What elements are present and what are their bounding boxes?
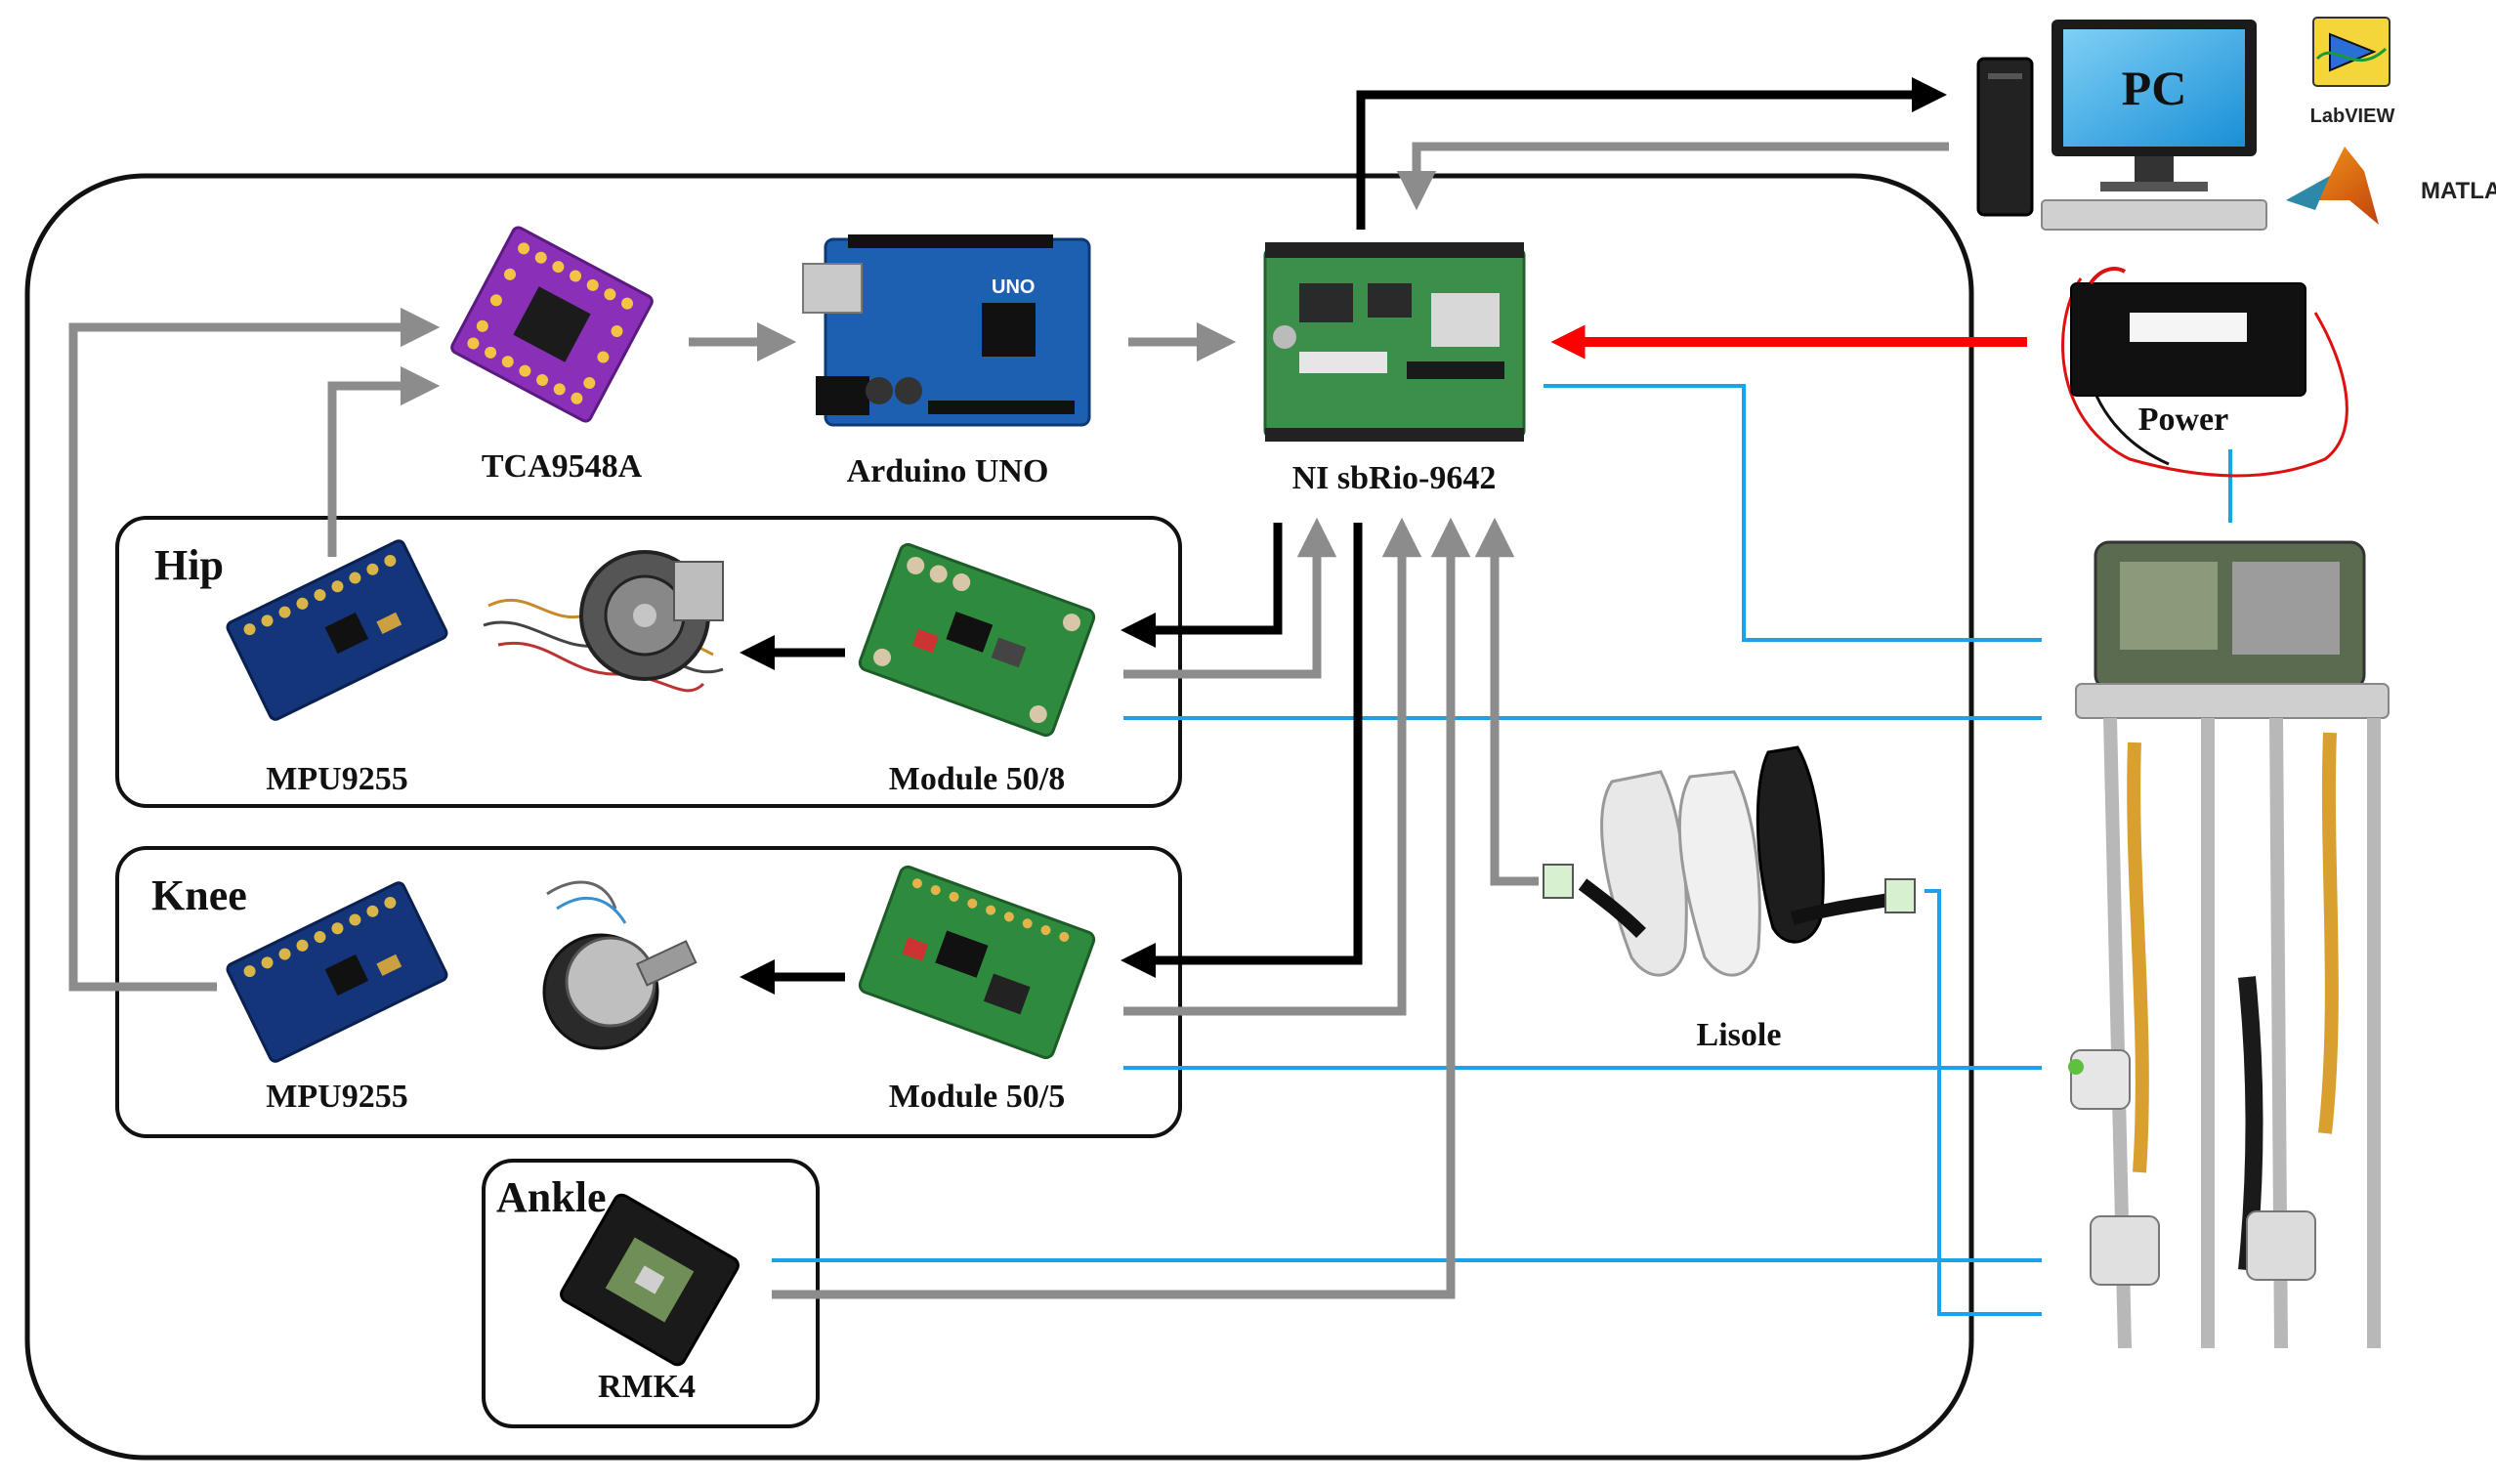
ankle-rmk4-label: RMK4 xyxy=(598,1369,696,1405)
wire-ni-to-exo xyxy=(1544,384,2042,642)
wiring-lines xyxy=(772,384,2232,1316)
ni-sbrio-label: NI sbRio-9642 xyxy=(1292,460,1497,496)
arrow-knee-mpu-to-tca xyxy=(68,307,441,992)
svg-text:UNO: UNO xyxy=(992,276,1035,298)
power-battery-image xyxy=(2061,267,2348,478)
hip-group-box xyxy=(115,516,1182,808)
main-system-boundary xyxy=(24,173,1974,1461)
arrow-module-knee-to-ni xyxy=(1123,517,1422,1016)
knee-mpu9255-label: MPU9255 xyxy=(266,1079,407,1115)
knee-module-label: Module 50/5 xyxy=(889,1079,1065,1115)
ankle-rmk4-image xyxy=(560,1193,740,1367)
arduino-uno-label: Arduino UNO xyxy=(847,453,1049,489)
knee-group-label: Knee xyxy=(151,871,247,919)
arrow-hip-mpu-to-tca xyxy=(327,365,441,557)
hip-group-label: Hip xyxy=(154,541,224,589)
arrow-ni-to-module-knee xyxy=(1121,523,1363,978)
knee-encoder-image xyxy=(542,880,698,1050)
arrow-module-hip-to-ni xyxy=(1123,517,1337,679)
arrow-ankle-to-ni xyxy=(772,517,1471,1299)
arrow-ni-to-pc xyxy=(1356,77,1947,230)
matlab-label: MATLAB xyxy=(2421,178,2496,204)
arrow-lisole-to-ni xyxy=(1474,517,1539,886)
knee-mpu9255-image xyxy=(226,881,448,1063)
gray-signal-arrows xyxy=(68,142,1949,1299)
pc-image xyxy=(1976,20,2267,231)
matlab-logo-icon xyxy=(2286,147,2379,225)
arduino-uno-image: UNO xyxy=(802,234,1091,427)
labview-logo-icon xyxy=(2312,17,2390,87)
arrow-pc-to-ni xyxy=(1396,142,1949,211)
wire-lisole-to-exo xyxy=(1925,889,2042,1316)
arrow-ni-to-module-hip xyxy=(1121,523,1283,648)
hip-mpu9255-label: MPU9255 xyxy=(266,761,407,797)
lisole-label: Lisole xyxy=(1697,1017,1782,1053)
hip-module-label: Module 50/8 xyxy=(889,761,1065,797)
knee-module-50-5-image xyxy=(858,865,1096,1060)
labview-label: LabVIEW xyxy=(2310,106,2395,127)
power-label: Power xyxy=(2138,402,2229,438)
tca9548a-label: TCA9548A xyxy=(482,448,643,485)
hip-mpu9255-image xyxy=(226,539,448,721)
ankle-group-label: Ankle xyxy=(496,1173,606,1221)
ni-sbrio-board-image xyxy=(1263,242,1526,442)
hip-motor-image xyxy=(483,550,724,693)
tca9548a-board-image xyxy=(450,226,654,423)
black-command-arrows xyxy=(740,77,1947,995)
hip-module-50-8-image xyxy=(858,542,1096,738)
pc-label: PC xyxy=(2122,61,2187,115)
lisole-image xyxy=(1543,745,1916,977)
exoskeleton-image xyxy=(2068,540,2390,1349)
knee-group-box xyxy=(115,846,1182,1138)
